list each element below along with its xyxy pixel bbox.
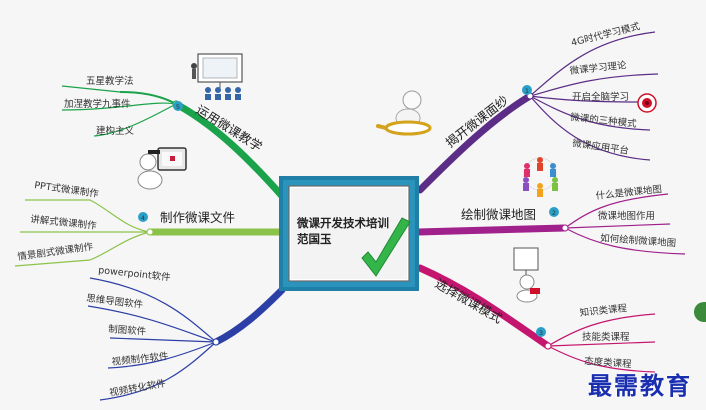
branch-label-select: 选择微课模式 <box>433 276 506 327</box>
branch-badge-number: 5 <box>176 103 180 111</box>
leaf-tools-4: 视频转化软件 <box>108 377 167 399</box>
leaf-tools-0: powerpoint软件 <box>98 264 172 284</box>
leaf-select-0: 知识类课程 <box>579 302 628 319</box>
leaf-reveal-4: 微课应用平台 <box>572 137 630 157</box>
leaf-reveal-2: 开启全脑学习 <box>572 91 629 103</box>
branch-badge-number: 2 <box>552 209 556 217</box>
central-title: 微课开发技术培训 <box>296 216 389 230</box>
leaf-draw-1: 微课地图作用 <box>598 210 655 222</box>
classroom-icon <box>191 53 243 100</box>
side-expand-tab[interactable] <box>694 302 706 322</box>
leaf-make-0: PPT式微课制作 <box>34 179 100 200</box>
branch-badge-number: 4 <box>141 214 145 222</box>
leaf-draw-0: 什么是微课地图 <box>595 183 662 202</box>
branch-badge <box>173 101 183 111</box>
people-circle-icon <box>523 157 558 197</box>
leaf-tools-1: 思维导图软件 <box>86 292 145 311</box>
leaf-tools-3: 视频制作软件 <box>111 350 169 368</box>
magnifier-robot-icon <box>376 90 432 136</box>
leaf-use-2: 建构主义 <box>96 125 135 137</box>
central-node: 微课开发技术培训 范国玉 <box>279 176 419 291</box>
watermark-text: 最需教育 <box>588 371 692 400</box>
branch-draw: 2 绘制微课地图 什么是微课地图 微课地图作用 如何绘制微课地图 <box>414 183 686 255</box>
branch-label-reveal: 揭开微课面纱 <box>443 92 511 150</box>
leaf-reveal-1: 微课学习理论 <box>569 59 627 77</box>
leaf-make-2: 情景剧式微课制作 <box>17 240 94 263</box>
checkmark-icon <box>361 217 411 277</box>
branch-use: 5 运用微课教学 五星教学法 加涅教学九事件 建构主义 <box>61 75 286 200</box>
leaf-select-2: 态度类课程 <box>584 355 633 370</box>
branch-tools: powerpoint软件 思维导图软件 制图软件 视频制作软件 视频转化软件 <box>86 264 286 401</box>
leaf-reveal-3: 微课的三种模式 <box>570 111 638 130</box>
target-icon <box>637 93 657 113</box>
central-author: 范国玉 <box>297 232 332 246</box>
leaf-use-0: 五星教学法 <box>86 75 134 87</box>
branch-label-draw: 绘制微课地图 <box>461 207 536 222</box>
branch-badge-number: 1 <box>525 87 529 95</box>
laptop-robot-icon <box>137 147 187 190</box>
branch-label-make: 制作微课文件 <box>160 210 235 225</box>
branch-make: 4 制作微课文件 PPT式微课制作 讲解式微课制作 情景剧式微课制作 <box>14 179 284 267</box>
leaf-make-1: 讲解式微课制作 <box>30 213 98 232</box>
leaf-draw-2: 如何绘制微课地图 <box>600 232 677 249</box>
leaf-tools-2: 制图软件 <box>108 323 147 338</box>
branch-badge-number: 3 <box>539 329 543 337</box>
branch-select: 3 选择微课模式 知识类课程 技能类课程 态度类课程 <box>416 264 656 373</box>
leaf-use-1: 加涅教学九事件 <box>64 98 131 110</box>
leaf-select-1: 技能类课程 <box>582 331 630 343</box>
presenter-robot-icon <box>513 247 540 303</box>
